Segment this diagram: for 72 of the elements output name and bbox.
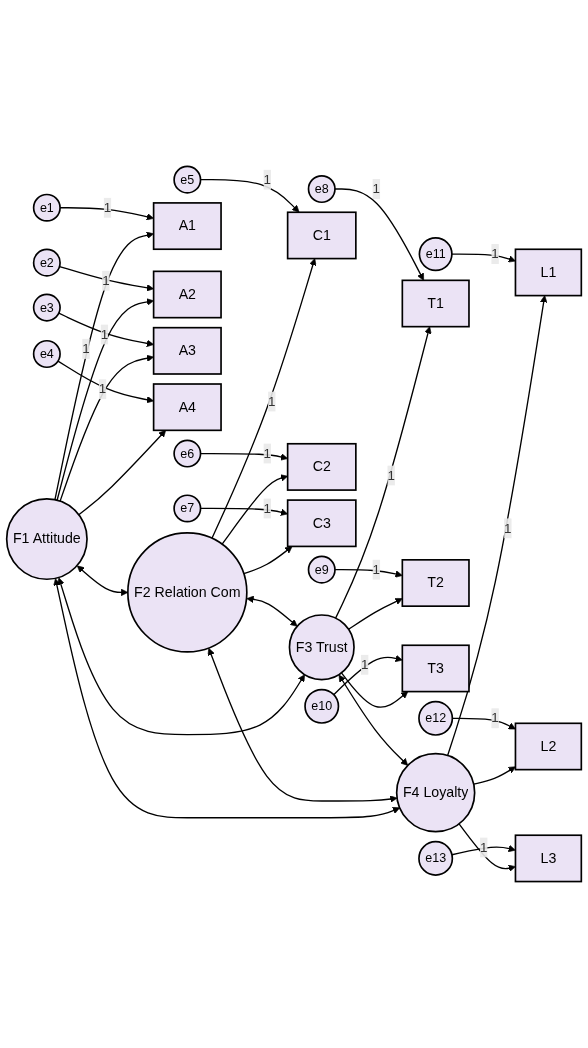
node-circle: F4 Loyalty xyxy=(395,752,476,833)
edge-label: 1 xyxy=(387,467,395,483)
arrow xyxy=(56,298,154,501)
node-box: C2 xyxy=(286,442,357,491)
edge-label: 1 xyxy=(103,200,112,215)
arrow xyxy=(334,326,432,619)
arrow xyxy=(207,647,398,803)
node-circle: e5 xyxy=(173,165,202,194)
edge-label: 1 xyxy=(372,181,380,196)
arrow xyxy=(221,474,288,545)
node-circle: e12 xyxy=(418,700,454,736)
node-circle: e13 xyxy=(418,840,454,876)
edge-label: 1 xyxy=(372,562,380,577)
node-circle: e8 xyxy=(307,174,336,204)
arrow xyxy=(334,569,403,578)
node-circle: e1 xyxy=(32,193,61,222)
node-circle: e9 xyxy=(307,555,336,584)
arrow xyxy=(57,577,305,736)
node-circle: e11 xyxy=(418,237,453,272)
node-circle: e2 xyxy=(32,248,61,277)
edge-label: 1 xyxy=(504,520,512,536)
edge-label: 1 xyxy=(98,381,107,396)
arrow xyxy=(58,312,154,347)
arrow xyxy=(446,295,548,757)
edge-label: 1 xyxy=(100,327,109,342)
node-circle: e10 xyxy=(304,688,340,724)
edge-label: 1 xyxy=(491,246,499,261)
edge-label: 1 xyxy=(360,657,369,672)
node-circle: e3 xyxy=(32,293,61,322)
node-circle: F3 Trust xyxy=(288,614,355,681)
node-box: A1 xyxy=(152,202,222,251)
arrow xyxy=(243,546,293,575)
arrow xyxy=(451,844,516,856)
node-circle: F1 Attitude xyxy=(5,498,88,581)
arrow xyxy=(53,578,401,819)
node-circle: e6 xyxy=(173,439,202,468)
node-box: A3 xyxy=(152,326,222,375)
node-circle: e7 xyxy=(173,494,202,523)
node-box: T1 xyxy=(401,279,470,328)
arrow xyxy=(78,430,167,516)
arrow xyxy=(458,823,516,872)
node-box: L1 xyxy=(514,248,583,297)
node-box: C3 xyxy=(286,499,357,548)
node-box: A4 xyxy=(152,383,222,432)
arrow xyxy=(334,188,424,281)
edge-label: 1 xyxy=(263,446,271,461)
arrow xyxy=(246,595,298,627)
node-box: A2 xyxy=(152,270,222,319)
arrow xyxy=(59,354,154,502)
arrow xyxy=(57,360,154,404)
node-circle: e4 xyxy=(32,339,61,369)
node-box: L2 xyxy=(514,722,583,771)
edge-label: 1 xyxy=(263,172,271,187)
arrow xyxy=(333,654,403,696)
arrow xyxy=(338,674,409,766)
node-box: T3 xyxy=(401,644,470,693)
arrow xyxy=(211,258,317,539)
arrow xyxy=(451,253,516,263)
node-box: T2 xyxy=(401,559,470,607)
arrow xyxy=(58,265,154,292)
edge-label: 1 xyxy=(263,500,271,516)
node-circle: F2 Relation Com xyxy=(127,532,248,653)
node-box: L3 xyxy=(514,834,583,883)
edge-label: 1 xyxy=(82,341,90,356)
arrow xyxy=(340,672,409,708)
node-box: C1 xyxy=(286,211,357,260)
arrow xyxy=(473,766,516,785)
edge-label: 1 xyxy=(268,394,276,409)
edge-label: 1 xyxy=(480,840,488,855)
edge-label: 1 xyxy=(102,273,110,288)
edge-label: 1 xyxy=(491,710,499,725)
arrow xyxy=(54,231,154,501)
